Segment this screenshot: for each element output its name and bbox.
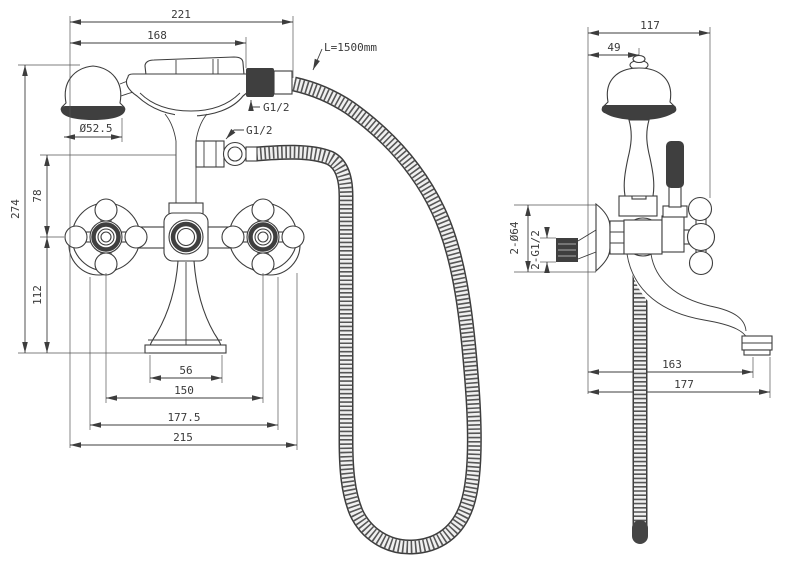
right-cross-handle — [221, 198, 305, 276]
spout-rim — [144, 344, 227, 354]
dim-head-to-cradle-label: 168 — [147, 29, 167, 42]
handshower-side — [601, 54, 677, 217]
dim-valve-centres-label: 150 — [174, 384, 194, 397]
lever-collar — [662, 205, 688, 218]
cross-handle-top-ball — [687, 196, 713, 222]
hose-thread-label: G1/2 — [263, 101, 290, 114]
spout-front — [144, 260, 227, 354]
outlet-stub — [245, 146, 258, 162]
left-cross-handle — [64, 198, 148, 276]
cross-handle-bottom-ball — [688, 250, 714, 276]
riser-collar — [168, 202, 204, 215]
handshower-grip — [144, 56, 245, 76]
dim-wall-to-head-label: 49 — [607, 41, 620, 54]
lever-stem — [668, 185, 682, 208]
wall-escutcheon — [595, 202, 611, 273]
dim-spout-drop-label: 112 — [31, 285, 44, 305]
outlet-hex-nut — [195, 140, 225, 168]
valve-hex-nut — [609, 220, 625, 255]
dim-escutcheon-label: 2-Ø64 — [508, 221, 521, 254]
valve-assembly-side — [595, 141, 716, 276]
hose-nut-dark — [246, 68, 274, 97]
outlet-thread-label: G1/2 — [246, 124, 273, 137]
hose-length-label: L=1500mm — [324, 41, 377, 54]
dim-overall-width-label: 221 — [171, 8, 191, 21]
dim-wall-to-tip-label: 177 — [674, 378, 694, 391]
dim-spout-mouth-label: 56 — [179, 364, 192, 377]
dim-outlet-height-label: 78 — [31, 189, 44, 202]
diverter-lever-grip — [666, 141, 684, 188]
front-extension-lines — [18, 16, 298, 450]
dim-depth-label: 117 — [640, 19, 660, 32]
side-dimensions: 117 49 2-Ø64 2-G1/2 163 177 — [508, 19, 770, 395]
shower-hose-front — [255, 76, 482, 555]
hose-end-cap — [632, 520, 648, 544]
front-view-drawing: 221 168 Ø52.5 274 78 112 56 150 177.5 21… — [9, 8, 482, 555]
cradle-bowl — [125, 73, 254, 117]
diverter-body — [163, 212, 209, 262]
grip-side — [623, 119, 655, 197]
diverter-housing — [661, 215, 685, 253]
dim-head-diameter-label: Ø52.5 — [79, 122, 112, 135]
side-view-drawing: 117 49 2-Ø64 2-G1/2 163 177 — [508, 19, 773, 544]
riser-and-outlet — [164, 112, 258, 215]
spray-face — [60, 106, 126, 120]
mixer-body-front — [64, 198, 305, 354]
spout-outlet-lip — [743, 349, 771, 356]
front-leaders: L=1500mm G1/2 G1/2 — [225, 41, 377, 140]
wall-inlet-fitting — [556, 229, 597, 262]
dim-wall-to-outlet-label: 163 — [662, 358, 682, 371]
dim-inlet-thread-label: 2-G1/2 — [529, 230, 542, 270]
spray-face-side — [601, 105, 677, 120]
dim-body-width-label: 215 — [173, 431, 193, 444]
cross-handle-hub — [686, 222, 716, 252]
front-dimensions: 221 168 Ø52.5 274 78 112 56 150 177.5 21… — [9, 8, 297, 448]
valve-body-block — [623, 219, 663, 255]
shower-hose-side — [632, 255, 648, 544]
dim-union-centres-label: 177.5 — [167, 411, 200, 424]
dim-overall-height-label: 274 — [9, 199, 22, 219]
spout-side — [626, 253, 773, 356]
hose-nut-cone — [273, 70, 293, 95]
outlet-flange — [222, 141, 248, 167]
handshower-cradle — [125, 56, 293, 117]
